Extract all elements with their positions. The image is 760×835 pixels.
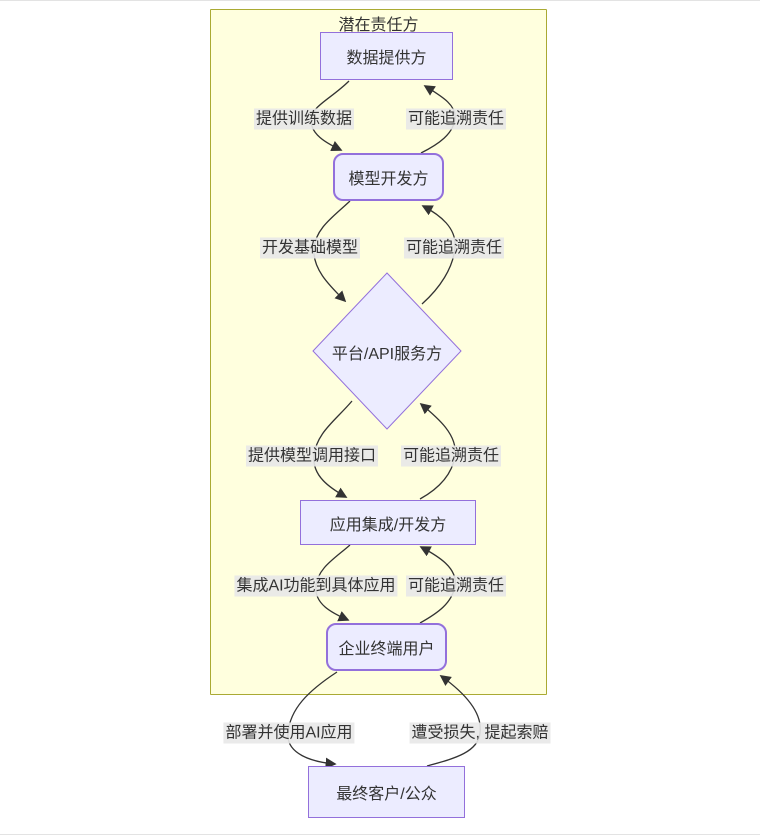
edge-label-trace-liability-3: 可能追溯责任 [400,445,502,467]
node-enterprise-user: 企业终端用户 [326,623,447,671]
node-platform-api-label: 平台/API服务方 [331,346,443,363]
edge-label-provide-training-data: 提供训练数据 [253,108,355,130]
edge-label-provide-model-api: 提供模型调用接口 [245,445,379,467]
node-model-developer: 模型开发方 [333,153,444,201]
node-end-customer: 最终客户/公众 [308,766,465,818]
edge-label-integrate-ai: 集成AI功能到具体应用 [234,575,398,597]
edge-label-deploy-use-ai-app: 部署并使用AI应用 [223,722,355,744]
node-data-provider: 数据提供方 [320,32,453,80]
edge-label-trace-liability-2: 可能追溯责任 [403,237,505,259]
edge-label-trace-liability-1: 可能追溯责任 [405,108,507,130]
subgraph-title: 潜在责任方 [338,17,419,34]
edge-label-suffer-loss-claim: 遭受损失, 提起索赔 [409,722,551,744]
edge-label-trace-liability-4: 可能追溯责任 [405,575,507,597]
node-app-integrator: 应用集成/开发方 [300,500,476,545]
edge-label-develop-base-model: 开发基础模型 [259,237,361,259]
